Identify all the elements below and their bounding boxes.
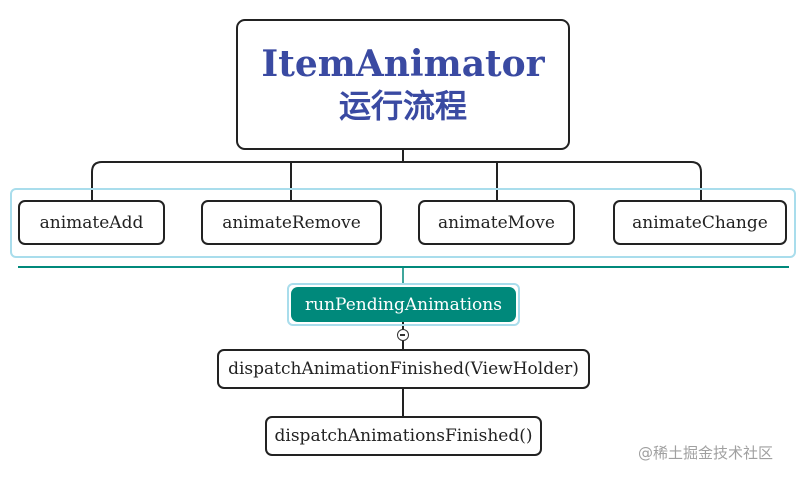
root-subtitle: 运行流程 (338, 86, 467, 125)
selection-highlight (287, 283, 520, 326)
watermark: @稀土掘金技术社区 (638, 444, 774, 462)
branch-node-animate-remove[interactable]: animateRemove (201, 200, 382, 245)
child-node-dispatch-animation-finished[interactable]: dispatchAnimationFinished(ViewHolder) (217, 349, 590, 389)
root-node[interactable]: ItemAnimator 运行流程 (236, 19, 570, 150)
branch-node-animate-move[interactable]: animateMove (418, 200, 575, 245)
collapse-toggle-icon[interactable] (397, 329, 409, 341)
branch-group-highlight (10, 188, 796, 258)
main-node-run-pending-animations[interactable]: runPendingAnimations (291, 287, 516, 322)
child-node-dispatch-animations-finished[interactable]: dispatchAnimationsFinished() (265, 416, 542, 456)
branch-node-animate-change[interactable]: animateChange (613, 200, 787, 245)
branch-node-animate-add[interactable]: animateAdd (18, 200, 165, 245)
root-title: ItemAnimator (261, 42, 545, 85)
